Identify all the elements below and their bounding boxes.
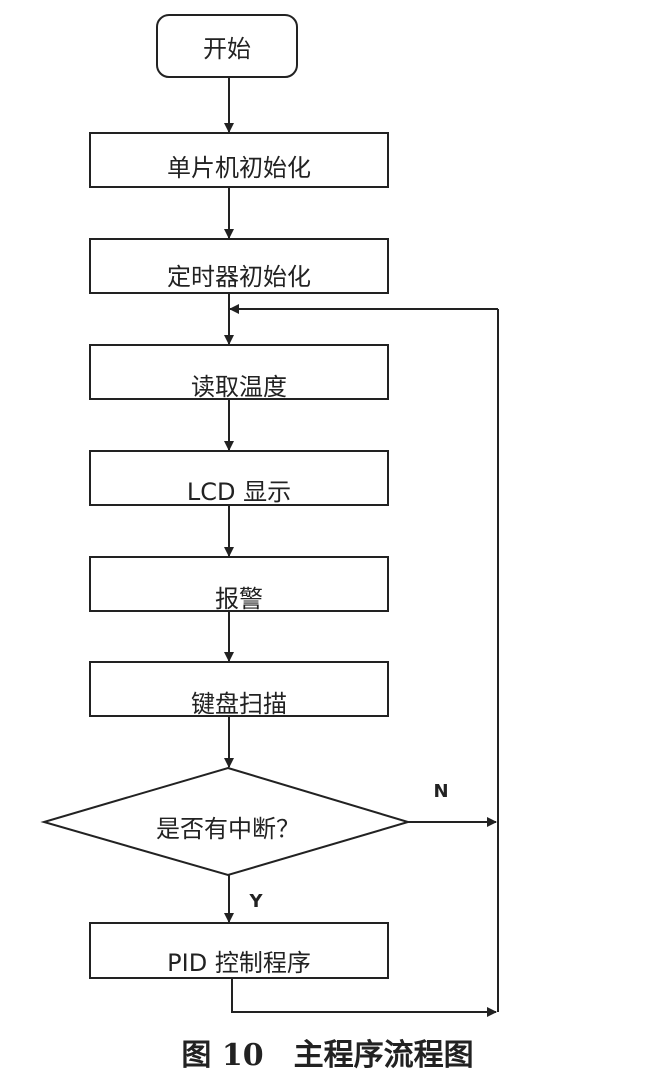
interrupt-check-label: 是否有中断？ xyxy=(156,814,300,843)
lcd-display-label: LCD 显示 xyxy=(186,477,292,506)
timer-init-label: 定时器初始化 xyxy=(167,262,311,291)
mcu-init-label: 单片机初始化 xyxy=(167,153,311,182)
alarm-box xyxy=(89,556,389,612)
arrow-pid-to-loop-bus xyxy=(231,978,497,1017)
lcd-display-box xyxy=(89,450,389,506)
start-terminal xyxy=(156,14,298,78)
figure-caption: 图 10 主程序流程图 xyxy=(181,1038,474,1073)
mcu-init-box xyxy=(89,132,389,188)
no-branch-label: N xyxy=(433,780,449,802)
keyboard-scan-label: 键盘扫描 xyxy=(191,689,287,718)
pid-program-box xyxy=(89,922,389,979)
alarm-label: 报警 xyxy=(215,584,263,613)
read-temp-label: 读取温度 xyxy=(191,372,287,401)
yes-branch-label: Y xyxy=(249,890,263,912)
read-temp-box xyxy=(89,344,389,400)
timer-init-box xyxy=(89,238,389,294)
pid-program-label: PID 控制程序 xyxy=(167,949,311,977)
keyboard-scan-box xyxy=(89,661,389,717)
start-label: 开始 xyxy=(203,34,251,63)
